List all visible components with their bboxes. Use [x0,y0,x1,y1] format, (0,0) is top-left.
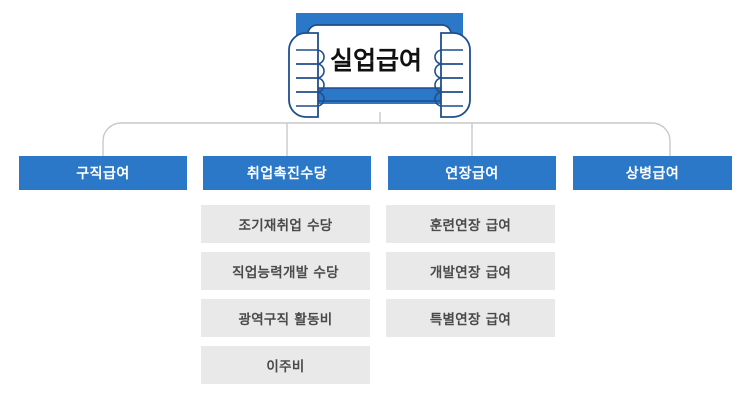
node-level2-b-2[interactable]: 광역구직 활동비 [201,299,370,337]
node-level1-3-label: 상병급여 [625,166,680,182]
node-level2-c-2-label: 특별연장 급여 [429,312,512,328]
node-level2-c-0[interactable]: 훈련연장 급여 [386,205,555,243]
root-node[interactable]: 실업급여 [270,0,482,122]
node-level1-0[interactable]: 구직급여 [19,156,187,190]
node-level1-0-label: 구직급여 [76,166,130,182]
node-level2-c-1[interactable]: 개발연장 급여 [386,252,555,290]
node-level1-2-label: 연장급여 [445,166,499,182]
node-level2-c-0-label: 훈련연장 급여 [429,218,512,234]
node-level2-b-0[interactable]: 조기재취업 수당 [201,205,370,243]
node-level1-1-label: 취업촉진수당 [246,166,328,182]
node-level2-c-2[interactable]: 특별연장 급여 [386,299,555,337]
node-level1-3[interactable]: 상병급여 [573,156,732,190]
node-level2-b-3-label: 이주비 [266,359,305,375]
node-level2-b-1[interactable]: 직업능력개발 수당 [201,252,370,290]
node-level2-b-3[interactable]: 이주비 [201,346,370,384]
hands-holding-sign-icon [288,13,471,118]
node-level2-b-0-label: 조기재취업 수당 [238,218,333,234]
node-level2-b-1-label: 직업능력개발 수당 [232,265,339,281]
node-level2-c-1-label: 개발연장 급여 [429,265,512,281]
node-level1-2[interactable]: 연장급여 [388,156,556,190]
node-level1-1[interactable]: 취업촉진수당 [203,156,371,190]
connector-lines [102,112,671,156]
node-level2-b-2-label: 광역구직 활동비 [238,312,333,328]
